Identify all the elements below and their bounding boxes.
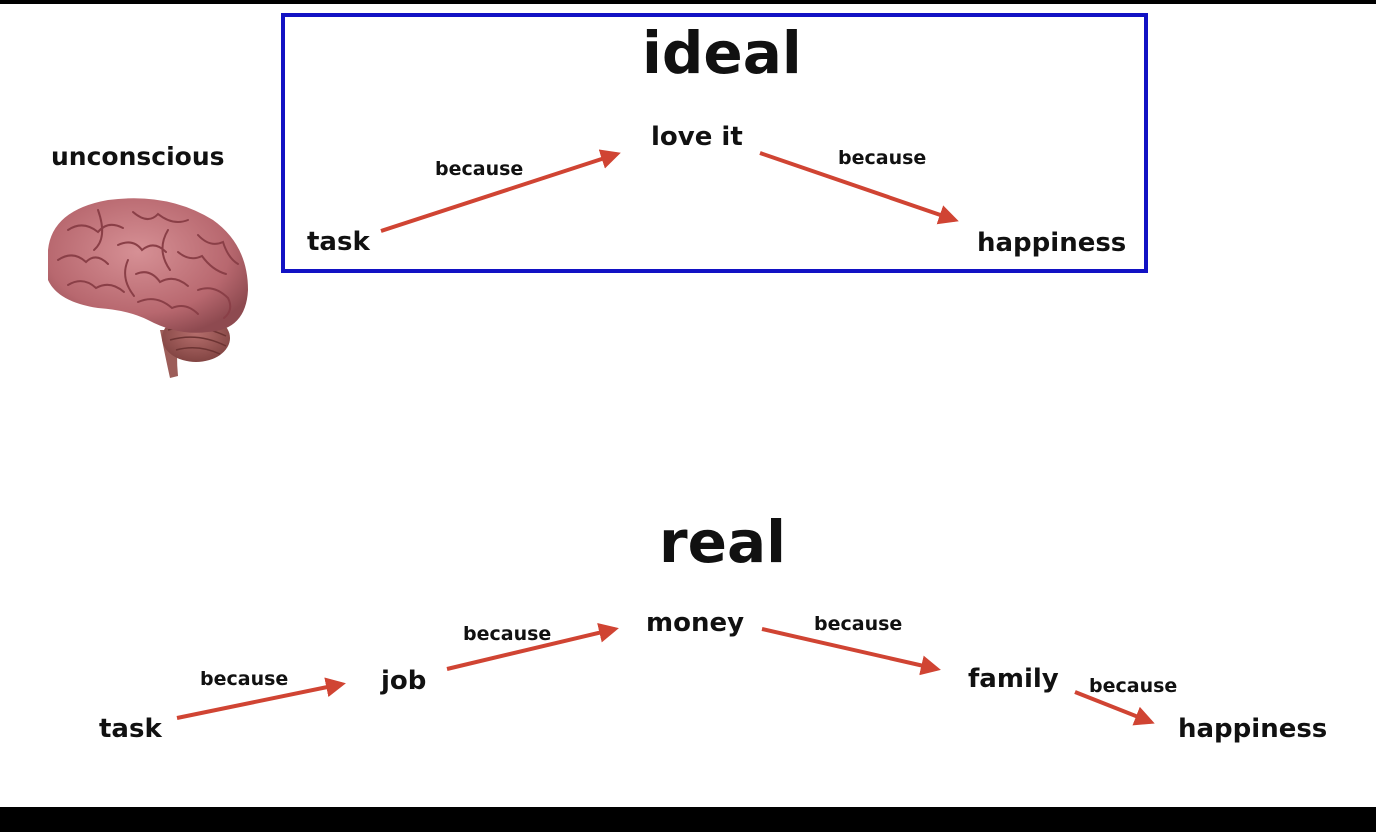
- real-node-family: family: [968, 664, 1059, 694]
- real-node-happiness: happiness: [1178, 714, 1328, 744]
- real-edge-label-job-money: because: [463, 623, 552, 645]
- ideal-title: ideal: [642, 19, 802, 87]
- ideal-node-love-it: love it: [651, 122, 743, 152]
- real-arrow-money-family: [761, 627, 941, 676]
- real-arrow-job-money: [446, 622, 619, 671]
- arrows-layer: [176, 149, 1155, 726]
- diagram-canvas: unconscious: [0, 4, 1376, 807]
- ideal-edge-label-task-love: because: [435, 158, 524, 180]
- unconscious-label: unconscious: [51, 142, 225, 171]
- real-node-money: money: [646, 608, 745, 638]
- ideal-edge-label-love-happiness: because: [838, 147, 927, 169]
- real-arrow-task-job: [176, 677, 346, 720]
- real-edge-label-family-happiness: because: [1089, 675, 1178, 697]
- ideal-arrow-task-love: [380, 149, 621, 233]
- ideal-node-task: task: [307, 227, 370, 257]
- real-edge-label-task-job: because: [200, 668, 289, 690]
- ideal-frame: [281, 13, 1148, 273]
- real-edge-label-money-family: because: [814, 613, 903, 635]
- ideal-arrow-love-happiness: [759, 151, 959, 225]
- real-node-job: job: [381, 666, 427, 696]
- ideal-node-happiness: happiness: [977, 228, 1127, 258]
- brain-icon: [48, 198, 248, 378]
- real-title: real: [659, 508, 786, 576]
- real-arrow-family-happiness: [1074, 690, 1155, 726]
- real-node-task: task: [99, 714, 162, 744]
